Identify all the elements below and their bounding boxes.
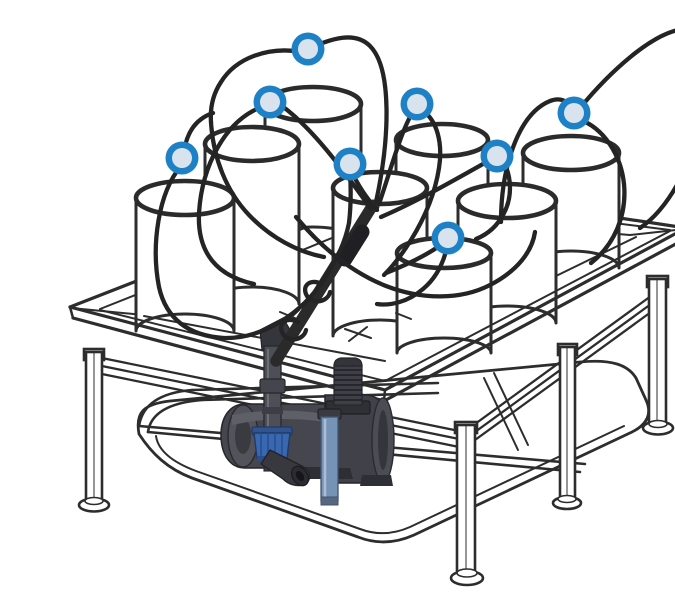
strainer-ribs — [334, 369, 362, 401]
leg-left-foot-ring — [84, 496, 104, 506]
pump-body-left-cap-inner — [235, 418, 251, 454]
union-nut-ribs — [260, 433, 283, 458]
illustration-canvas: Line-art technical illustration of an ei… — [40, 16, 675, 598]
reservoir-rim-outer — [136, 359, 651, 544]
strainer-top-cap — [333, 357, 363, 367]
tube-pipe-wrap-upper — [302, 279, 333, 304]
intake-pipe — [320, 416, 339, 502]
stretcher-back-run — [190, 381, 440, 402]
leg-right-foot-ring — [648, 419, 668, 429]
riser-collar — [259, 378, 286, 394]
drip-emitter-2-center — [260, 92, 280, 112]
tube-emitter-4-out — [578, 117, 627, 266]
intake-pipe-tip — [320, 496, 339, 506]
pot-front-middle-body — [395, 251, 493, 355]
tube-left-cross-arc — [208, 119, 327, 260]
reservoir-rim-inner — [155, 425, 625, 535]
drip-emitter-4-center — [564, 103, 584, 123]
tube-center-cross-arc — [293, 214, 538, 299]
drip-system-svg — [68, 28, 675, 587]
tube-emitter-2-feed — [279, 103, 374, 212]
outlet-opening-inner — [295, 470, 305, 482]
tube-emitter-7-feed — [378, 157, 493, 220]
leg-front-foot-ring — [456, 568, 478, 578]
tube-emitter-3-out — [381, 107, 443, 278]
pot-back-right-rim — [520, 133, 622, 173]
drip-emitter-7-center — [487, 146, 507, 166]
feed-pipe-coupling — [337, 224, 370, 267]
drip-emitter-1-center — [298, 39, 318, 59]
drip-emitter-8-center — [438, 228, 458, 248]
drip-emitter-5-center — [172, 148, 192, 168]
leg-mid-right-foot-ring — [557, 494, 577, 504]
tube-manifold-to-emitter-1 — [299, 35, 389, 205]
drip-emitter-6-center — [340, 154, 360, 174]
tube-emitter-1-left-drop — [208, 48, 305, 125]
pot-front-left-body — [134, 196, 236, 333]
pump-right-cap-inner — [378, 410, 388, 470]
riser-collar-lower — [262, 407, 283, 414]
tube-emitter-5-floor-loop — [153, 163, 353, 341]
tube-pipe-wrap-lower — [278, 317, 309, 342]
tube-emitter-2-loop — [196, 105, 262, 287]
drip-emitter-3-center — [407, 94, 427, 114]
pot-front-left-rim — [133, 178, 237, 218]
tube-emitter-4-high-arc — [577, 28, 675, 231]
pump-body-highlight — [232, 410, 342, 425]
pot-mid-left-rim — [202, 124, 302, 164]
tube-emitter-7-out — [473, 160, 513, 242]
tube-emitter-8-out — [374, 244, 450, 307]
